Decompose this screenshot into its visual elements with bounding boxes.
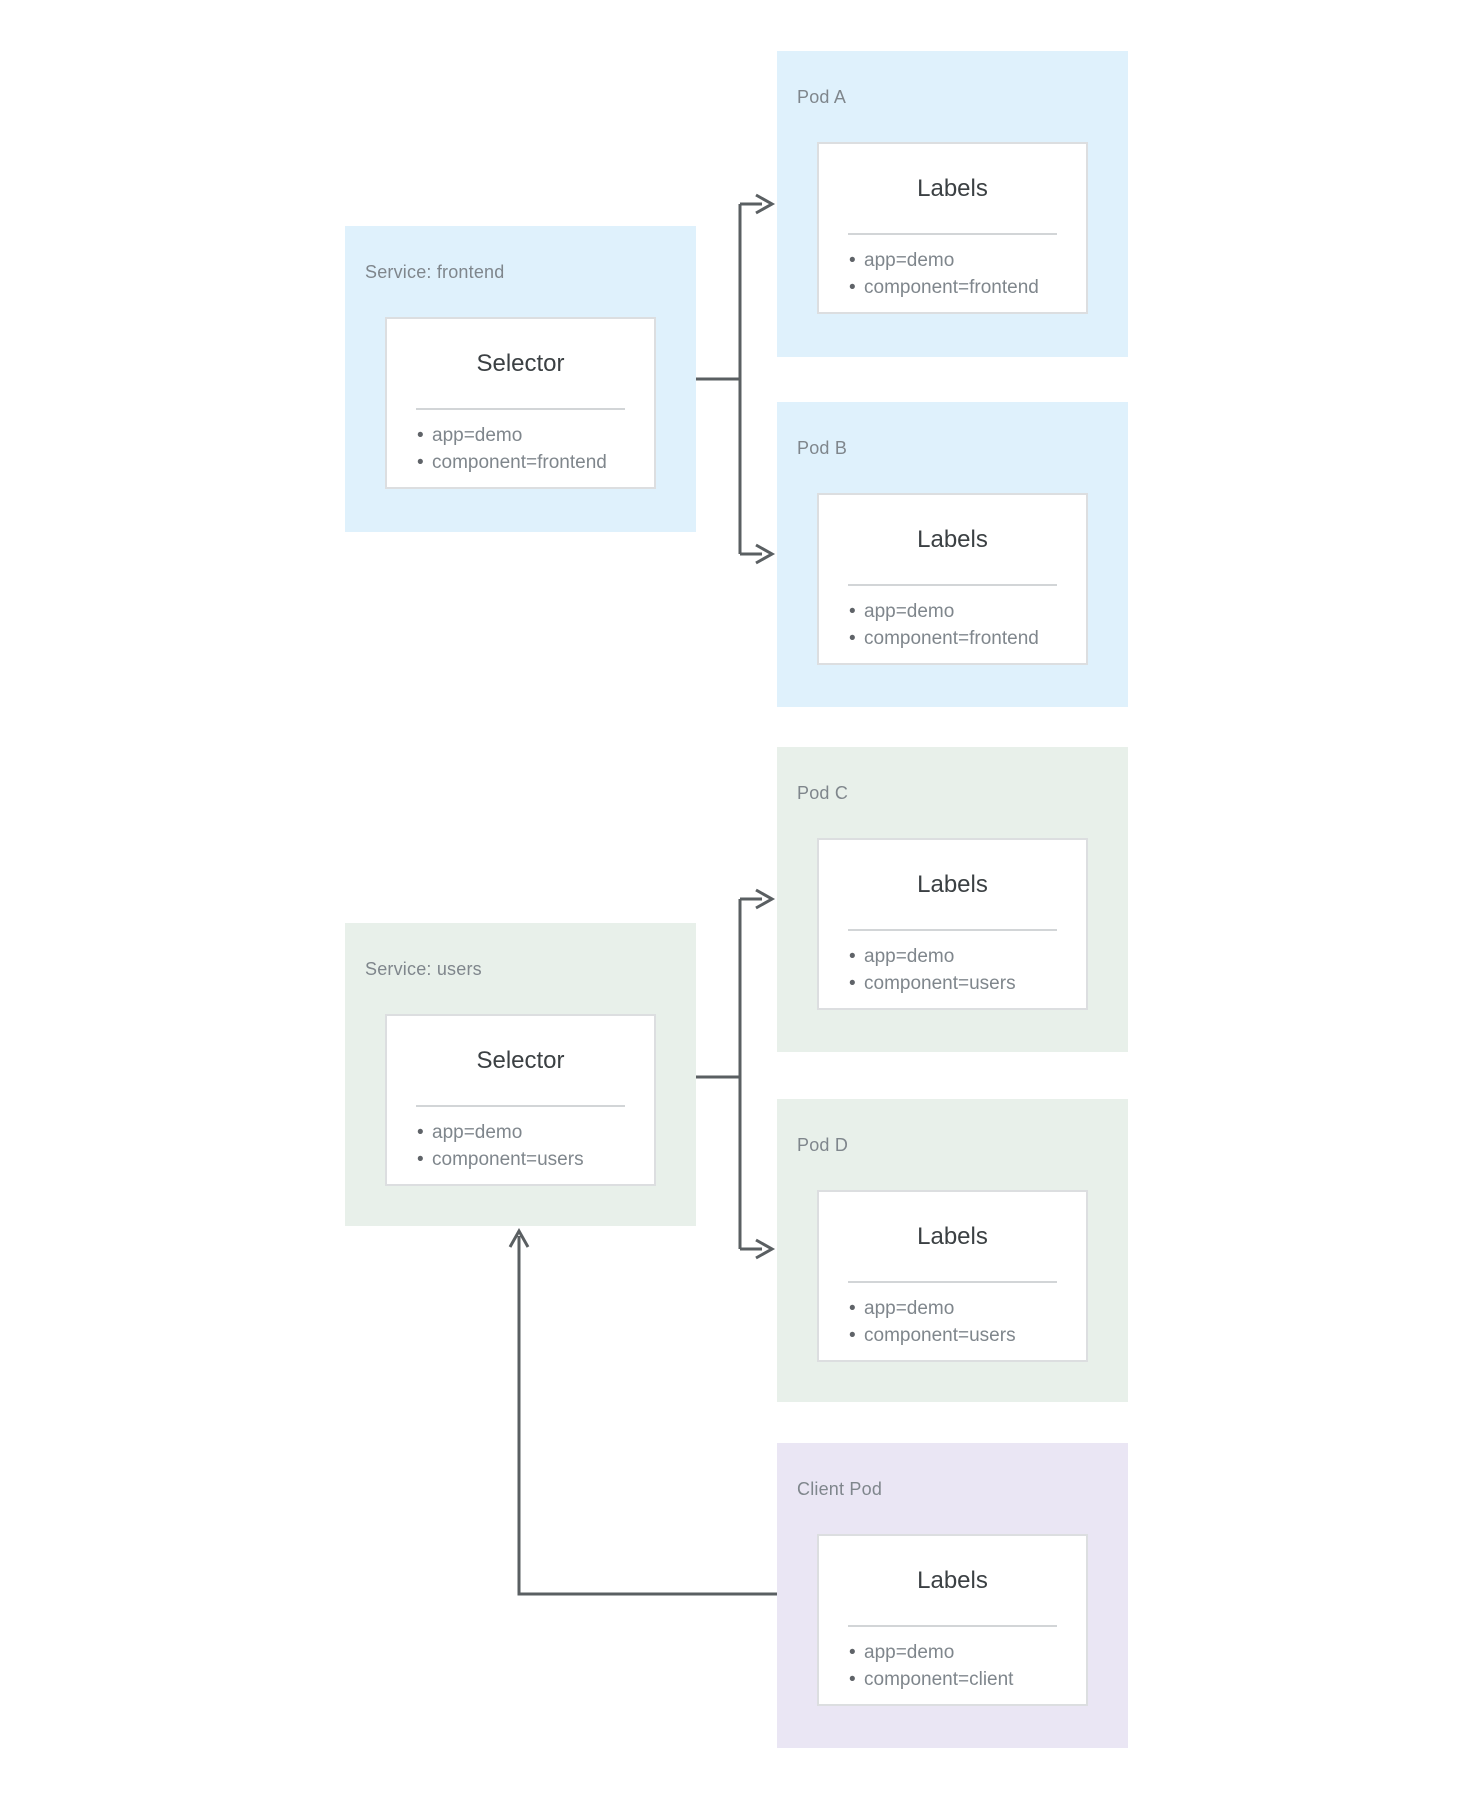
selector-item: app=demo (417, 1119, 654, 1146)
selector-item: app=demo (417, 422, 654, 449)
label-item: component=users (849, 1322, 1086, 1349)
card-divider (848, 929, 1057, 931)
frontend-pod-a-arrowhead (755, 193, 776, 215)
frontend-branch-line (696, 202, 762, 556)
pod-a-labels-card: Labels app=demo component=frontend (817, 142, 1088, 314)
client-to-users-arrowhead (508, 1227, 530, 1248)
pod-a-title: Pod A (797, 87, 847, 107)
card-divider (416, 1105, 625, 1107)
client-to-users-line (517, 1236, 777, 1596)
labels-heading: Labels (917, 526, 988, 553)
card-divider (848, 584, 1057, 586)
pod-d-labels-card: Labels app=demo component=users (817, 1190, 1088, 1362)
selector-item: component=users (417, 1146, 654, 1173)
labels-heading: Labels (917, 871, 988, 898)
selector-heading: Selector (476, 1047, 565, 1074)
selector-list: app=demo component=frontend (387, 422, 654, 476)
label-item: app=demo (849, 1295, 1086, 1322)
selector-item: component=frontend (417, 449, 654, 476)
users-pod-d-arrowhead (755, 1238, 776, 1260)
card-divider (848, 1281, 1057, 1283)
client-pod-title: Client Pod (797, 1479, 883, 1499)
label-item: component=client (849, 1666, 1086, 1693)
service-users-title: Service: users (365, 959, 482, 979)
card-divider (416, 408, 625, 410)
pod-a-box: Pod A Labels app=demo component=frontend (777, 51, 1128, 357)
label-item: app=demo (849, 598, 1086, 625)
labels-list: app=demo component=frontend (819, 247, 1086, 301)
pod-c-box: Pod C Labels app=demo component=users (777, 747, 1128, 1052)
pod-c-labels-card: Labels app=demo component=users (817, 838, 1088, 1010)
label-item: component=users (849, 970, 1086, 997)
pod-b-labels-card: Labels app=demo component=frontend (817, 493, 1088, 665)
card-divider (848, 233, 1057, 235)
label-item: app=demo (849, 247, 1086, 274)
labels-list: app=demo component=users (819, 1295, 1086, 1349)
labels-heading: Labels (917, 175, 988, 202)
selector-list: app=demo component=users (387, 1119, 654, 1173)
service-frontend-box: Service: frontend Selector app=demo comp… (345, 226, 696, 532)
client-pod-box: Client Pod Labels app=demo component=cli… (777, 1443, 1128, 1748)
frontend-pod-b-arrowhead (755, 543, 776, 565)
labels-list: app=demo component=frontend (819, 598, 1086, 652)
service-frontend-title: Service: frontend (365, 262, 505, 282)
labels-heading: Labels (917, 1223, 988, 1250)
service-users-selector-card: Selector app=demo component=users (385, 1014, 656, 1186)
label-item: app=demo (849, 943, 1086, 970)
label-item: component=frontend (849, 625, 1086, 652)
labels-heading: Labels (917, 1567, 988, 1594)
service-users-box: Service: users Selector app=demo compone… (345, 923, 696, 1226)
labels-list: app=demo component=users (819, 943, 1086, 997)
card-divider (848, 1625, 1057, 1627)
pod-b-title: Pod B (797, 438, 848, 458)
service-frontend-selector-card: Selector app=demo component=frontend (385, 317, 656, 489)
pod-d-title: Pod D (797, 1135, 849, 1155)
client-pod-labels-card: Labels app=demo component=client (817, 1534, 1088, 1706)
label-item: app=demo (849, 1639, 1086, 1666)
labels-list: app=demo component=client (819, 1639, 1086, 1693)
selector-heading: Selector (476, 350, 565, 377)
users-branch-line (696, 897, 762, 1251)
label-item: component=frontend (849, 274, 1086, 301)
pod-b-box: Pod B Labels app=demo component=frontend (777, 402, 1128, 707)
users-pod-c-arrowhead (755, 888, 776, 910)
pod-d-box: Pod D Labels app=demo component=users (777, 1099, 1128, 1402)
pod-c-title: Pod C (797, 783, 849, 803)
